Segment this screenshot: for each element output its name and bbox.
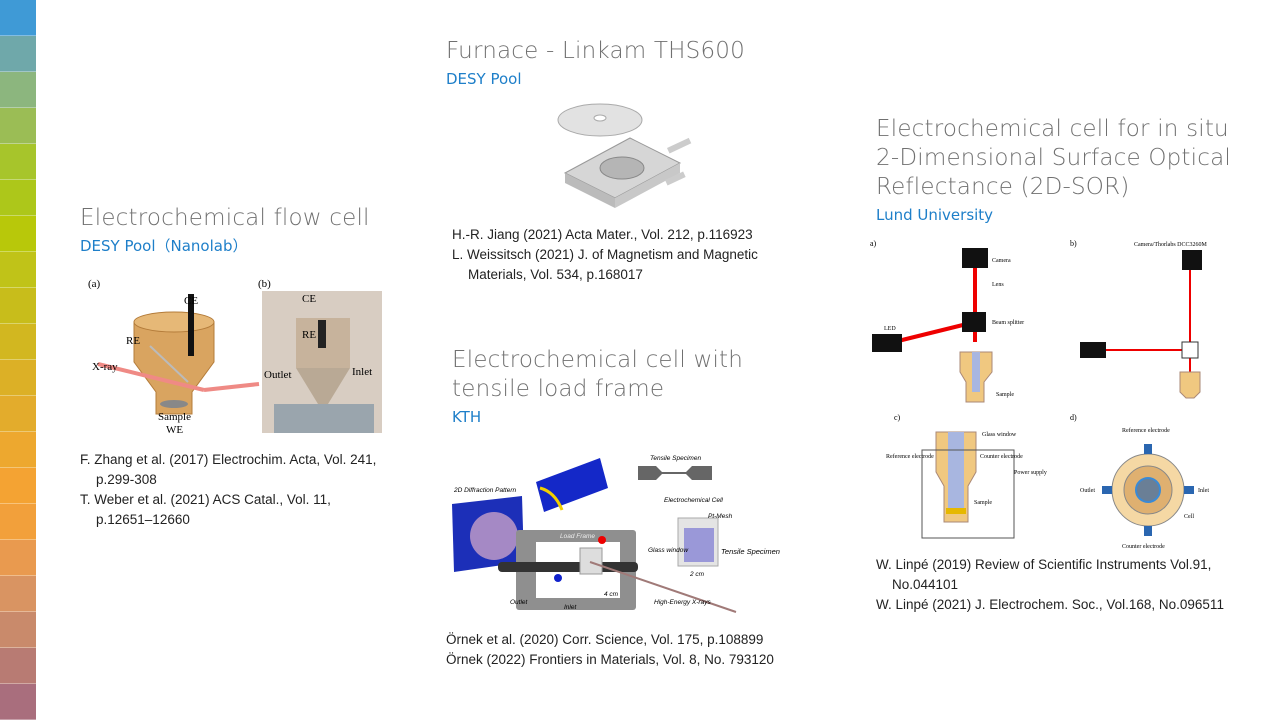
color-bar-segment	[0, 252, 36, 288]
label: LED	[884, 326, 896, 332]
citation: Örnek et al. (2020) Corr. Science, Vol. …	[446, 632, 764, 647]
citation: W. Linpé (2019) Review of Scientific Ins…	[876, 557, 1212, 592]
sor-title-line: Reflectance (2D-SOR)	[876, 174, 1130, 200]
label: Tensile Specimen	[721, 547, 780, 556]
furnace-section: Furnace - Linkam THS600 DESY Pool	[446, 37, 745, 90]
panel-label: c)	[894, 413, 901, 422]
label: WE	[166, 424, 183, 436]
label: Lens	[992, 282, 1004, 288]
label: Counter electrode	[1122, 544, 1165, 550]
label: Camera/Thorlabs DCC3260M	[1134, 242, 1207, 248]
color-bar-segment	[0, 684, 36, 720]
label: Inlet	[1198, 488, 1209, 494]
label: Beam splitter	[992, 320, 1024, 326]
panel-label: d)	[1070, 413, 1077, 422]
label: Sample	[158, 411, 191, 423]
label: Tensile Specimen	[650, 455, 701, 462]
flow-cell-section: Electrochemical flow cell DESY Pool（Nano…	[80, 204, 370, 257]
flow-cell-subtitle: DESY Pool（Nanolab）	[80, 237, 248, 255]
label: Glass window	[648, 547, 689, 554]
flow-cell-figure: (a) CE RE X-ray Sample WE (b) CE RE Outl…	[88, 278, 382, 436]
color-bar-segment	[0, 504, 36, 540]
label: Inlet	[352, 366, 372, 378]
citation: H.-R. Jiang (2021) Acta Mater., Vol. 212…	[452, 227, 753, 242]
label: Outlet	[510, 599, 529, 606]
label: CE	[302, 293, 316, 305]
tensile-citations: Örnek et al. (2020) Corr. Science, Vol. …	[446, 630, 826, 670]
sor-figure: a) Camera Lens Beam splitter LED Sample …	[870, 239, 1209, 550]
panel-label: b)	[1070, 239, 1077, 248]
tensile-section: Electrochemical cell with tensile load f…	[452, 346, 743, 428]
color-bar-segment	[0, 72, 36, 108]
flow-cell-title: Electrochemical flow cell	[80, 205, 370, 231]
sor-section: Electrochemical cell for in situ 2-Dimen…	[876, 115, 1231, 226]
color-bar-segment	[0, 216, 36, 252]
citation: L. Weissitsch (2021) J. of Magnetism and…	[452, 247, 758, 282]
color-bar-segment	[0, 396, 36, 432]
sor-title-line: 2-Dimensional Surface Optical	[876, 145, 1231, 171]
ce-electrode	[188, 294, 194, 356]
color-bar-segment	[0, 468, 36, 504]
label: Reference electrode	[886, 453, 934, 460]
panel-label: (a)	[88, 278, 101, 290]
linkam-furnace-image	[557, 103, 692, 208]
color-bar-segment	[0, 576, 36, 612]
furnace-citations: H.-R. Jiang (2021) Acta Mater., Vol. 212…	[452, 225, 792, 285]
label: Glass window	[982, 432, 1017, 438]
tensile-title-line: tensile load frame	[452, 376, 665, 402]
furnace-subtitle: DESY Pool	[446, 70, 522, 88]
sor-subtitle: Lund University	[876, 206, 994, 224]
tensile-load-frame-figure: 2D Diffraction Pattern Load Frame Outlet…	[452, 455, 780, 613]
label: Sample	[974, 500, 992, 506]
color-bar-segment	[0, 432, 36, 468]
label: RE	[302, 329, 316, 341]
label: Electrochemical Cell	[664, 497, 723, 504]
label: Pt-Mesh	[708, 513, 733, 520]
label: 2 cm	[689, 571, 705, 578]
sor-title-line: Electrochemical cell for in situ	[876, 116, 1229, 142]
color-bar-segment	[0, 0, 36, 36]
label: CE	[184, 295, 198, 307]
label: Sample	[996, 392, 1014, 398]
color-bar-segment	[0, 180, 36, 216]
label: 2D Diffraction Pattern	[453, 487, 517, 494]
color-bar-segment	[0, 144, 36, 180]
sor-citations: W. Linpé (2019) Review of Scientific Ins…	[876, 555, 1276, 615]
citation: W. Linpé (2021) J. Electrochem. Soc., Vo…	[876, 597, 1224, 612]
label: Load Frame	[560, 533, 595, 540]
label: Cell	[1184, 514, 1194, 520]
citation: Örnek (2022) Frontiers in Materials, Vol…	[446, 652, 774, 667]
panel-label: a)	[870, 239, 877, 248]
color-bar-segment	[0, 108, 36, 144]
color-bar-segment	[0, 648, 36, 684]
color-bar-segment	[0, 540, 36, 576]
label: Power supply	[1014, 470, 1047, 476]
label: Camera	[992, 258, 1011, 264]
label: Reference electrode	[1122, 427, 1170, 434]
label: Inlet	[564, 604, 577, 611]
color-bar-segment	[0, 360, 36, 396]
color-bar-segment	[0, 288, 36, 324]
label: Outlet	[264, 369, 292, 381]
color-bar-segment	[0, 324, 36, 360]
label: 4 cm	[604, 591, 619, 598]
citation: F. Zhang et al. (2017) Electrochim. Acta…	[80, 452, 377, 487]
color-bar-segment	[0, 612, 36, 648]
label: High-Energy X-rays	[654, 599, 711, 606]
citation: T. Weber et al. (2021) ACS Catal., Vol. …	[80, 492, 331, 527]
tensile-title-line: Electrochemical cell with	[452, 347, 744, 373]
panel-label: (b)	[258, 278, 271, 290]
label: RE	[126, 335, 140, 347]
label: Counter electrode	[980, 454, 1023, 460]
furnace-title: Furnace - Linkam THS600	[446, 38, 745, 64]
decorative-color-bar	[0, 0, 36, 720]
tensile-subtitle: KTH	[452, 408, 482, 426]
label: X-ray	[92, 361, 118, 373]
color-bar-segment	[0, 36, 36, 72]
label: Outlet	[1080, 488, 1095, 494]
flow-cell-citations: F. Zhang et al. (2017) Electrochim. Acta…	[80, 450, 380, 530]
